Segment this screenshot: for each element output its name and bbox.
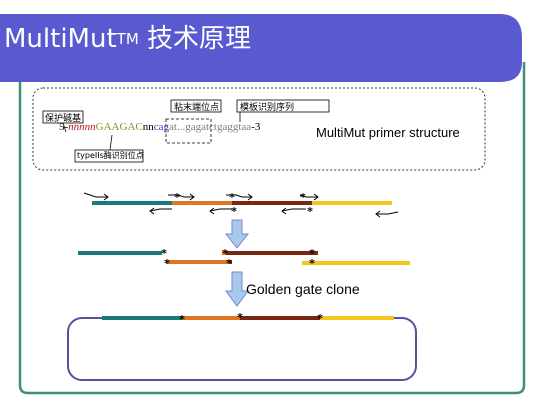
primer-arrow-icon xyxy=(299,194,318,198)
mutation-star-icon: * xyxy=(309,257,315,270)
mutation-star-icon: * xyxy=(164,257,170,270)
primer-sequence: 5-nnnnnGAAGACnncagat...gagatctgaggtaa-3 xyxy=(59,121,260,133)
down-arrow-icon xyxy=(224,219,250,249)
mutation-star-icon: * xyxy=(174,191,180,204)
title-main: MultiMut xyxy=(4,24,117,54)
template-seq-callout xyxy=(236,99,330,113)
slide-frame xyxy=(18,46,526,395)
seq-suffix: -3 xyxy=(251,121,261,133)
primer-arrow-icon xyxy=(376,211,399,215)
seq-template: at...gagatctgaggtaa xyxy=(169,121,252,133)
protect-base-label: 保护碱基 xyxy=(45,114,82,124)
forward-primers xyxy=(83,192,319,201)
mutation-star-icon: * xyxy=(179,313,185,326)
mutation-star-icon: * xyxy=(231,205,237,218)
mutation-star-icon: * xyxy=(300,191,306,204)
seq-protect: nnnnn xyxy=(68,121,96,133)
primer-structure-box xyxy=(32,87,486,171)
mutation-star-icon: * xyxy=(317,312,323,325)
primer-arrow-icon xyxy=(281,208,306,212)
typeIIs-site-label: typeIIs酶识别位点 xyxy=(77,151,144,160)
seq-nn: nn xyxy=(142,121,154,133)
sticky-end-dashed-box xyxy=(165,118,212,144)
top-mutation-stars: * * * * * xyxy=(174,191,313,218)
primer-arrow-icon xyxy=(83,192,108,198)
mutation-star-icon: * xyxy=(161,247,167,260)
typeIIs-site-callout xyxy=(74,149,144,163)
title-superscript: TM xyxy=(116,30,139,48)
plasmid-circle xyxy=(67,317,417,381)
title-banner xyxy=(0,14,522,82)
mutation-star-icon: * xyxy=(229,191,235,204)
clone-mutation-stars: * * * xyxy=(179,311,323,326)
reverse-primers xyxy=(149,207,399,218)
sticky-end-label: 粘末端位点 xyxy=(174,103,220,113)
primer-arrow-icon xyxy=(168,194,194,198)
primer-arrow-icon xyxy=(226,194,252,198)
seq-site: GAAGAC xyxy=(95,121,143,133)
mutation-star-icon: * xyxy=(309,247,315,260)
title-suffix: 技术原理 xyxy=(138,24,252,54)
mutation-star-icon: * xyxy=(307,205,313,218)
template-seq-label: 模板识别序列 xyxy=(240,103,295,113)
golden-gate-label: Golden gate clone xyxy=(246,281,360,297)
seq-prefix: 5- xyxy=(59,121,69,133)
primer-arrow-icon xyxy=(209,208,232,212)
mutation-star-icon: * xyxy=(237,311,243,324)
product-mutation-stars: * * * * * * xyxy=(161,247,315,270)
mutation-star-icon: * xyxy=(226,257,232,270)
mutation-star-icon: * xyxy=(222,247,228,260)
seq-sticky: cag xyxy=(153,121,169,133)
primer-arrow-icon xyxy=(149,208,172,212)
pcr-products xyxy=(78,251,410,265)
primer-structure-label: MultiMut primer structure xyxy=(316,125,460,140)
down-arrow-icon xyxy=(225,271,249,307)
slide-title: MultiMutTM 技术原理 xyxy=(4,22,251,59)
sticky-end-callout xyxy=(170,99,222,113)
